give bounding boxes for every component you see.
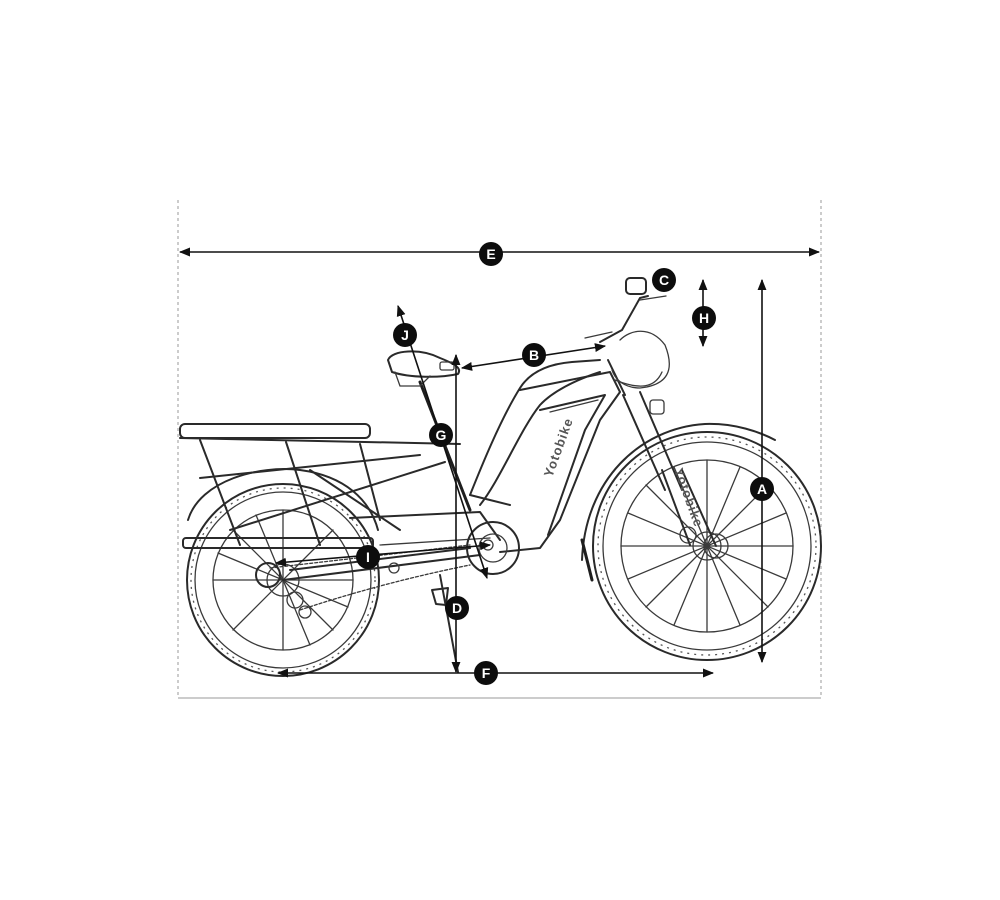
badge-A: A <box>750 477 774 501</box>
rear-derailleur <box>255 562 312 619</box>
badge-E: E <box>479 242 503 266</box>
badge-B: B <box>522 343 546 367</box>
svg-text:I: I <box>366 549 370 565</box>
kickstand <box>388 562 459 673</box>
front-wheel <box>592 431 822 661</box>
svg-text:J: J <box>401 327 409 343</box>
badge-I: I <box>356 545 380 569</box>
handlebar <box>584 277 670 396</box>
svg-text:B: B <box>529 347 539 363</box>
main-frame: Yotobike <box>469 359 621 553</box>
badge-G: G <box>429 423 453 447</box>
svg-text:F: F <box>482 665 491 681</box>
front-fender <box>581 422 776 561</box>
svg-text:H: H <box>699 310 709 326</box>
rear-fender <box>187 468 379 531</box>
badge-H: H <box>692 306 716 330</box>
badge-C: C <box>652 268 676 292</box>
svg-text:C: C <box>659 272 669 288</box>
badge-J: J <box>393 323 417 347</box>
dimension-lines <box>178 247 821 678</box>
fork-brand-text: Yotobike <box>671 466 706 529</box>
svg-text:D: D <box>452 600 462 616</box>
badge-D: D <box>445 596 469 620</box>
svg-text:G: G <box>436 427 447 443</box>
svg-text:A: A <box>757 481 767 497</box>
svg-text:E: E <box>486 246 495 262</box>
rear-rack <box>179 423 461 549</box>
frame-guides <box>177 200 822 699</box>
mud-flap <box>580 538 594 582</box>
badge-F: F <box>474 661 498 685</box>
